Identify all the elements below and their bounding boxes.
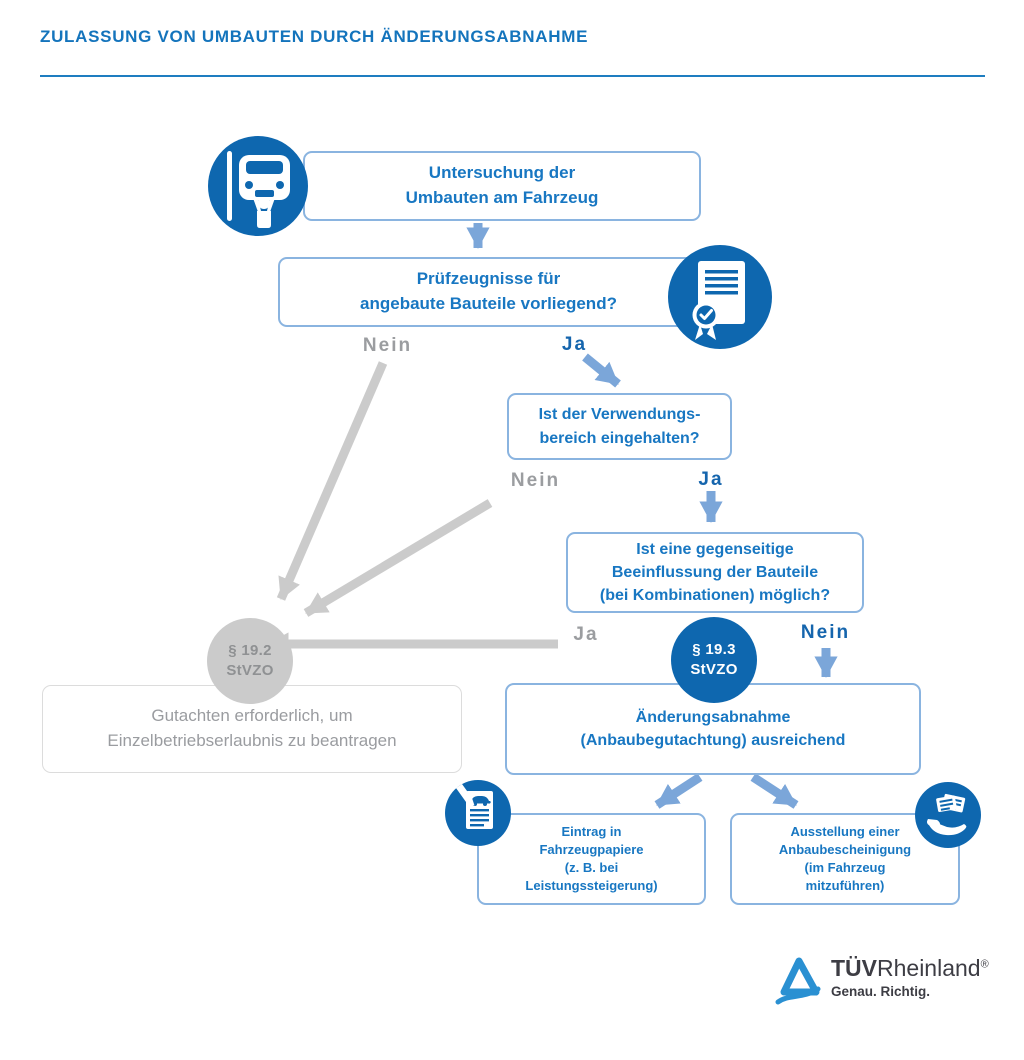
node-eintrag-fahrzeugpapiere: Eintrag in Fahrzeugpapiere (z. B. bei Le… (477, 813, 706, 905)
tuv-triangle-icon (775, 955, 821, 1007)
label-nein-3: Nein (800, 622, 851, 643)
logo-brand: TÜVRheinland® (831, 955, 989, 981)
label-nein-1: Nein (362, 335, 413, 356)
badge-paragraph-19-3-stvzo: § 19.3 StVZO (671, 617, 757, 703)
arrow-box5-to-box7 (654, 773, 703, 809)
title-underline (40, 75, 985, 77)
label-ja-1: Ja (561, 334, 588, 355)
document-pencil-car-icon (445, 780, 511, 846)
label-ja-2: Ja (698, 469, 724, 490)
logo-tagline: Genau. Richtig. (831, 983, 931, 999)
arrow-nein2-to-badge192 (303, 499, 493, 617)
certificate-seal-icon (668, 245, 772, 349)
car-on-lift-icon (208, 136, 308, 236)
hand-with-documents-icon (915, 782, 981, 848)
page-title: ZULASSUNG VON UMBAUTEN DURCH ÄNDERUNGSAB… (40, 27, 589, 46)
node-pruefzeugnisse: Prüfzeugnisse für angebaute Bauteile vor… (278, 257, 699, 327)
badge-paragraph-19-2-stvzo: § 19.2 StVZO (207, 618, 293, 704)
label-nein-2: Nein (510, 470, 561, 491)
node-gutachten-erforderlich: Gutachten erforderlich, um Einzelbetrieb… (42, 685, 462, 773)
node-untersuchung-umbauten: Untersuchung der Umbauten am Fahrzeug (303, 151, 701, 221)
label-ja-3: Ja (573, 624, 599, 645)
arrow-nein1-to-badge192 (276, 361, 388, 601)
arrow-ja1-to-box3 (582, 353, 621, 388)
logo-text: TÜVRheinland® Genau. Richtig. (831, 955, 989, 999)
node-verwendungsbereich: Ist der Verwendungs- bereich eingehalten… (507, 393, 732, 460)
tuv-rheinland-logo: TÜVRheinland® Genau. Richtig. (775, 955, 989, 1007)
node-gegenseitige-beeinflussung: Ist eine gegenseitige Beeinflussung der … (566, 532, 864, 613)
arrow-box5-to-box8 (750, 773, 799, 809)
